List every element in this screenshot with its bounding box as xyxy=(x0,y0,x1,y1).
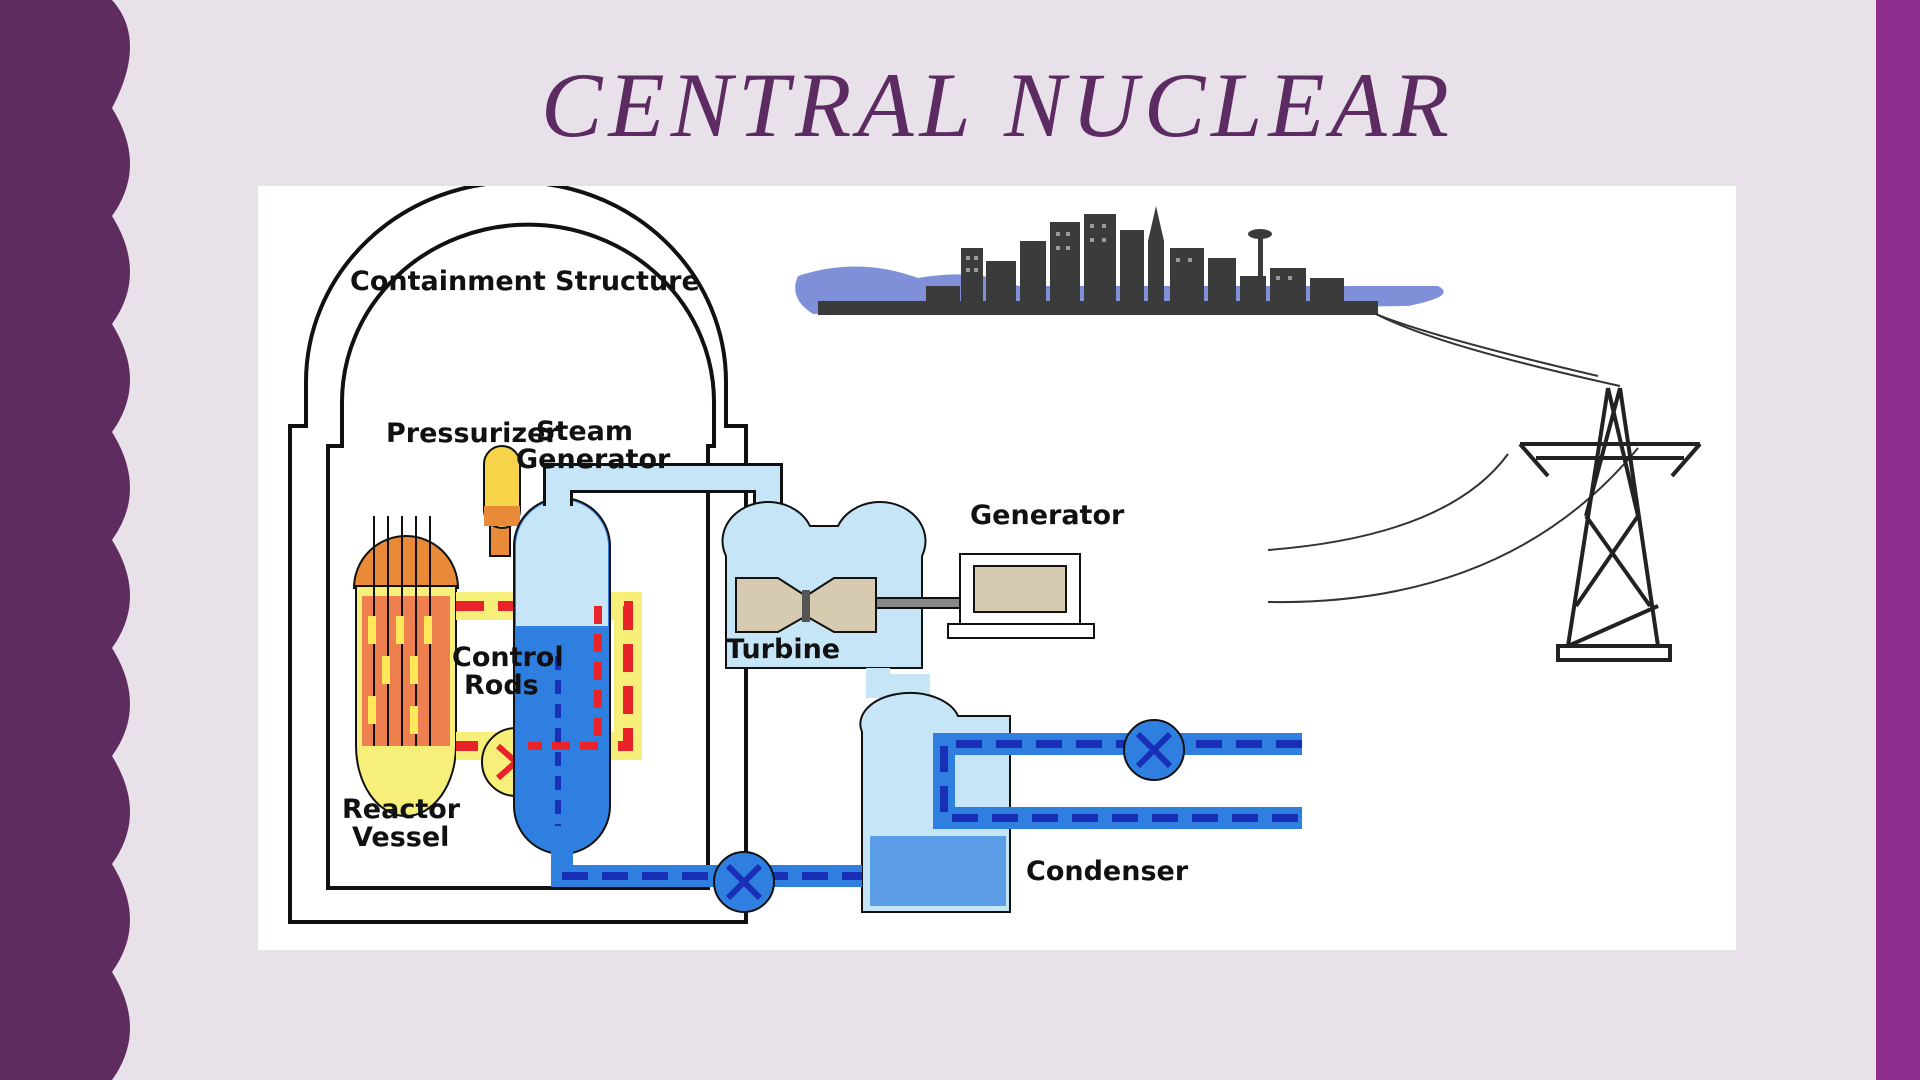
turbine xyxy=(721,501,927,669)
tower-bracing xyxy=(1567,387,1659,648)
sg-tube xyxy=(528,606,602,750)
skyline-bldg xyxy=(1310,278,1344,306)
label-steam-2: Generator xyxy=(516,444,671,475)
generator-base xyxy=(947,623,1095,639)
label-condenser: Condenser xyxy=(1026,856,1189,887)
label-containment: Containment Structure xyxy=(350,266,700,297)
skyline-bldg xyxy=(1270,268,1306,306)
skyline-spire xyxy=(1148,206,1164,306)
slide-title: CENTRAL NUCLEAR xyxy=(541,54,1455,156)
pressurizer-bottom xyxy=(484,506,520,526)
tower-arms xyxy=(1518,442,1702,478)
cooling-pump-x xyxy=(1135,731,1173,769)
condenser xyxy=(859,691,1302,913)
skyline-windows xyxy=(966,224,1292,280)
steam-generator xyxy=(513,497,611,855)
label-pressurizer: Pressurizer xyxy=(386,418,559,449)
label-reactor-2: Vessel xyxy=(352,822,449,853)
skyline-bldg xyxy=(1170,248,1204,306)
line-gen-tower-1 xyxy=(1267,453,1509,551)
containment-structure xyxy=(288,186,748,924)
feedwater-pipe xyxy=(551,846,862,887)
nuclear-plant-diagram: Containment Structure Pressurizer Steam … xyxy=(288,186,1702,924)
diagram-labels: Containment Structure Pressurizer Steam … xyxy=(342,266,1189,887)
power-lines xyxy=(1267,313,1639,604)
skyline-bldg xyxy=(1120,230,1144,306)
city-skyline-icon xyxy=(795,206,1444,315)
reactor-dome xyxy=(352,535,460,589)
condenser-water xyxy=(870,836,1006,906)
skyline-bldg xyxy=(1050,222,1080,306)
skyline-bldg xyxy=(1020,241,1046,306)
cooling-coil-dash xyxy=(940,740,1302,822)
label-steam-1: Steam xyxy=(536,416,633,447)
skyline-bldg xyxy=(926,286,960,306)
reactor-core xyxy=(362,596,450,746)
containment-inner xyxy=(326,222,716,890)
feed-pump-x xyxy=(725,863,763,901)
transmission-tower-icon xyxy=(1518,387,1702,662)
skyline-tower-top xyxy=(1248,229,1272,239)
control-rod-stripes xyxy=(368,616,432,734)
skyline-bldg xyxy=(1208,258,1236,306)
line-city-tower xyxy=(1375,313,1621,387)
feedwater-return xyxy=(551,846,862,913)
line-city-tower-2 xyxy=(1375,313,1599,377)
label-reactor-1: Reactor xyxy=(342,794,461,825)
right-accent-band xyxy=(1876,0,1920,1080)
line-gen-tower-2 xyxy=(1267,447,1639,604)
label-generator: Generator xyxy=(970,500,1125,531)
label-turbine: Turbine xyxy=(726,634,840,665)
generator-rotor xyxy=(973,565,1067,613)
skyline-tower-mast xyxy=(1258,234,1263,306)
left-wave-band xyxy=(0,0,130,1080)
skyline-bldg xyxy=(986,261,1016,306)
label-control-1: Control xyxy=(452,642,564,673)
turbine-hub xyxy=(802,590,810,622)
pressurizer xyxy=(483,445,521,557)
generator xyxy=(875,553,1095,639)
label-control-2: Rods xyxy=(464,670,539,701)
tower-outline xyxy=(1565,387,1661,648)
left-wave-shape xyxy=(0,0,130,1080)
containment-outer xyxy=(288,186,748,924)
tower-base xyxy=(1556,644,1672,662)
skyline-bldg xyxy=(1084,214,1116,306)
reactor-vessel xyxy=(352,516,460,817)
diagram-panel: Containment Structure Pressurizer Steam … xyxy=(258,186,1736,950)
skyline-bldg xyxy=(961,248,983,306)
sg-steam-top xyxy=(516,500,608,626)
